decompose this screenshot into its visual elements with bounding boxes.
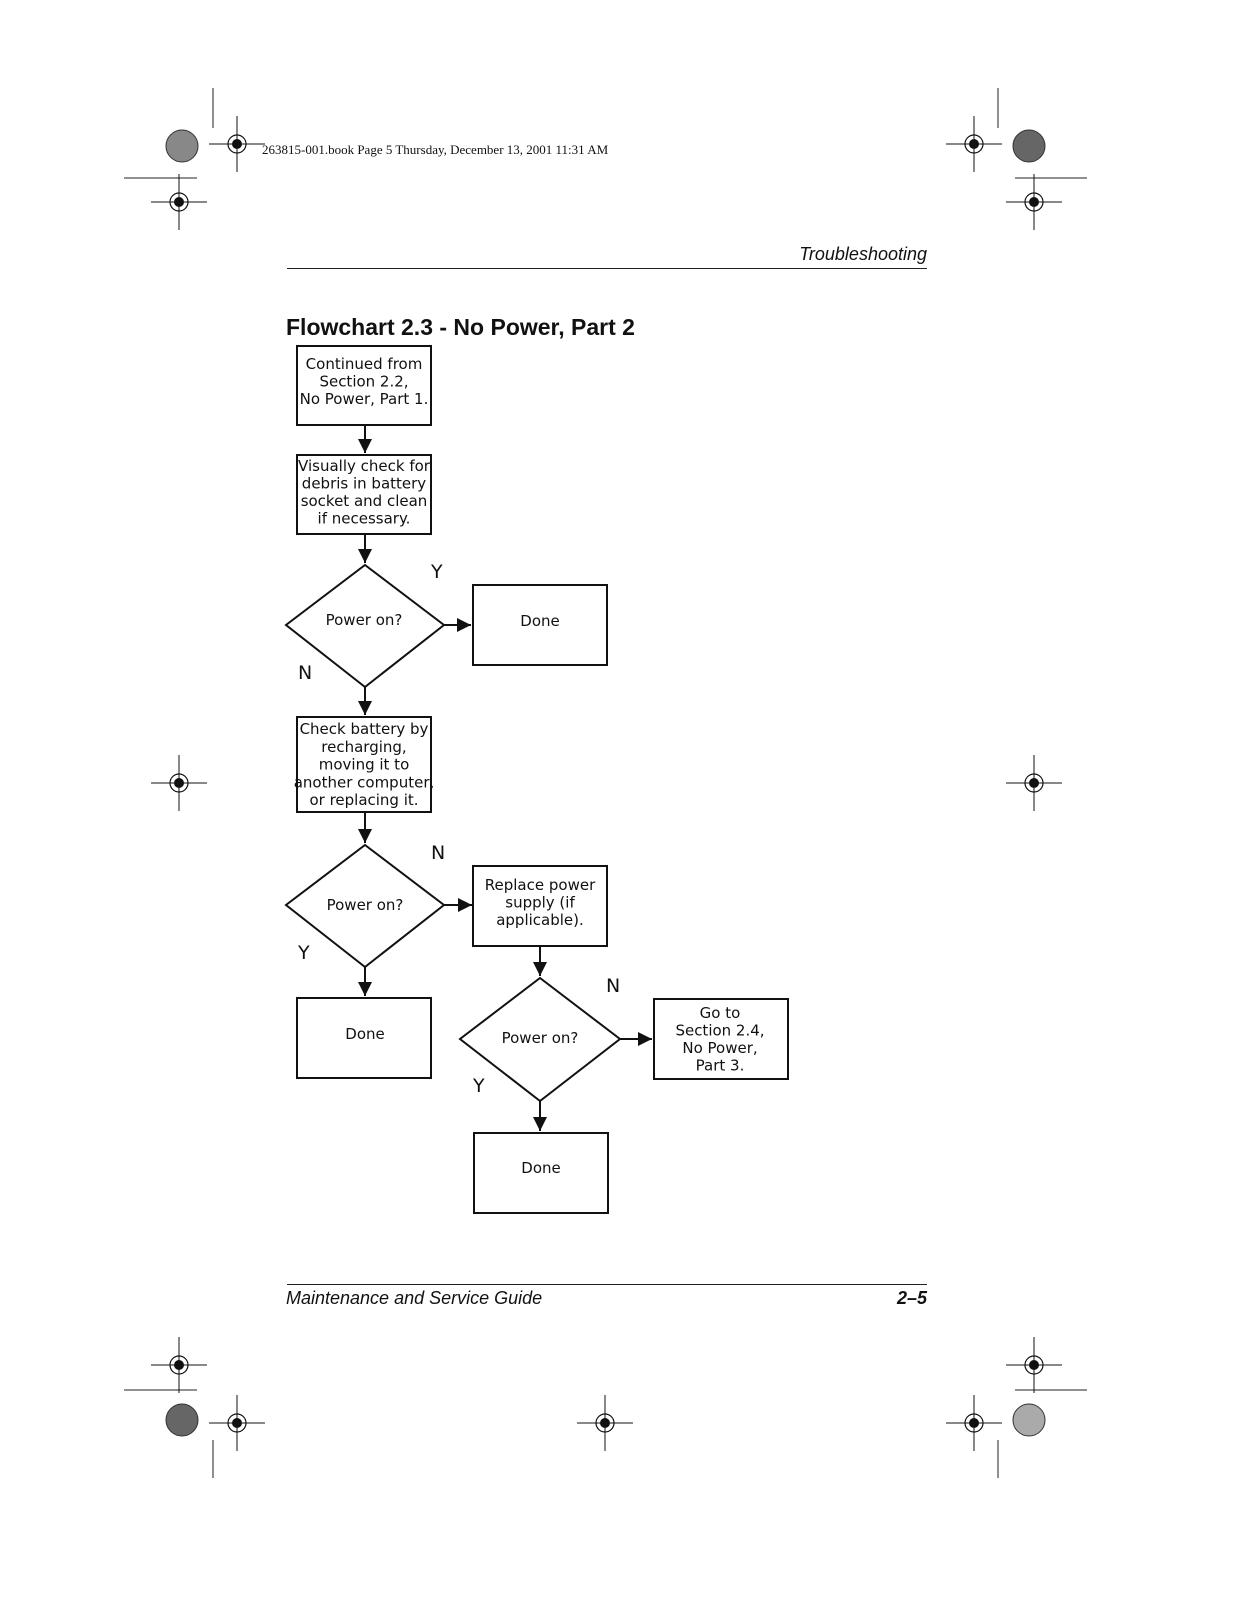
footer-rule bbox=[287, 1284, 927, 1285]
done2-line: Done bbox=[345, 1025, 384, 1043]
decision3-diamond bbox=[458, 976, 622, 1103]
check-battery-line: recharging, bbox=[321, 738, 406, 756]
decision2-yes-label: Y bbox=[297, 942, 310, 964]
goto-box bbox=[653, 998, 789, 1080]
start-line: No Power, Part 1. bbox=[300, 390, 429, 408]
start-line: Continued from bbox=[306, 355, 423, 373]
running-header: Troubleshooting bbox=[799, 244, 927, 264]
done3-text: Done bbox=[521, 1159, 560, 1177]
decision1-text: Power on? bbox=[326, 611, 403, 629]
page-number: 2–5 bbox=[896, 1288, 927, 1308]
header-rule bbox=[287, 268, 927, 269]
replace-power-line: Replace power bbox=[485, 876, 596, 894]
flow-connectors bbox=[358, 425, 652, 1131]
goto-line: Go to bbox=[700, 1004, 741, 1022]
decision2-text: Power on? bbox=[327, 896, 404, 914]
check-battery-line: Check battery by bbox=[300, 720, 429, 738]
decision2-diamond bbox=[284, 843, 446, 969]
goto-line: No Power, bbox=[682, 1039, 757, 1057]
start-line: Section 2.2, bbox=[319, 373, 408, 391]
check-debris-line: debris in battery bbox=[302, 475, 427, 493]
done1-box bbox=[472, 584, 608, 666]
goto-line: Section 2.4, bbox=[675, 1022, 764, 1040]
check-debris-line: Visually check for bbox=[298, 457, 431, 475]
replace-power-line: applicable). bbox=[496, 911, 584, 929]
check-battery-line: moving it to bbox=[319, 756, 410, 774]
start-box bbox=[296, 345, 432, 426]
done3-line: Done bbox=[521, 1159, 560, 1177]
color-bars bbox=[165, 129, 1046, 1437]
registration-marks bbox=[150, 115, 1063, 1452]
check-debris-box bbox=[296, 454, 432, 535]
check-battery-box bbox=[296, 716, 432, 813]
decision2-no-label: N bbox=[431, 842, 445, 864]
footer-guide-title: Maintenance and Service Guide bbox=[286, 1288, 543, 1308]
goto-line: Part 3. bbox=[696, 1057, 745, 1075]
check-debris-line: if necessary. bbox=[318, 510, 411, 528]
done2-text: Done bbox=[345, 1025, 384, 1043]
check-debris-line: socket and clean bbox=[301, 492, 428, 510]
decision2-line: Power on? bbox=[327, 896, 404, 914]
done1-line: Done bbox=[520, 612, 559, 630]
decision1-no-label: N bbox=[298, 662, 312, 684]
decision1-yes-label: Y bbox=[430, 561, 443, 583]
page-title: Flowchart 2.3 - No Power, Part 2 bbox=[286, 314, 635, 340]
replace-power-box bbox=[472, 865, 608, 947]
check-battery-line: another computer, bbox=[294, 773, 435, 791]
done1-text: Done bbox=[520, 612, 559, 630]
decision1-diamond bbox=[284, 563, 446, 689]
decision3-text: Power on? bbox=[502, 1029, 579, 1047]
print-marks bbox=[124, 88, 1087, 1478]
print-slug: 263815-001.book Page 5 Thursday, Decembe… bbox=[262, 142, 609, 157]
done2-box bbox=[296, 997, 432, 1079]
decision3-line: Power on? bbox=[502, 1029, 579, 1047]
decision3-yes-label: Y bbox=[472, 1075, 485, 1097]
decision3-no-label: N bbox=[606, 975, 620, 997]
done3-box bbox=[473, 1132, 609, 1214]
check-battery-line: or replacing it. bbox=[309, 791, 418, 809]
decision1-line: Power on? bbox=[326, 611, 403, 629]
replace-power-line: supply (if bbox=[505, 894, 575, 912]
